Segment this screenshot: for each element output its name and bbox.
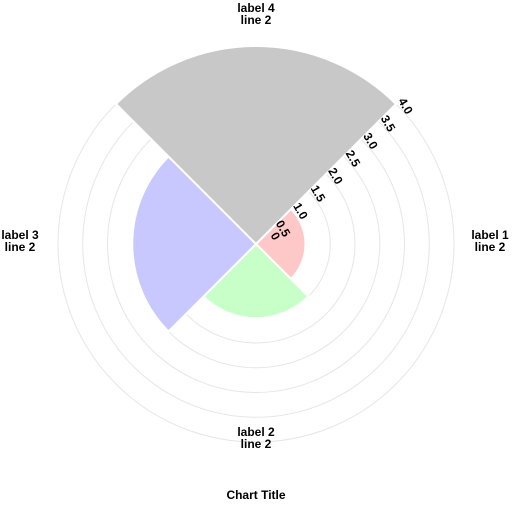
category-label-line-2: line 2: [241, 13, 272, 27]
category-label-line-2: line 2: [475, 240, 506, 254]
tick-label-4-0: 4.0: [395, 95, 416, 117]
category-label-line-2: line 2: [5, 240, 36, 254]
category-label-line-2: line 2: [241, 437, 272, 451]
category-label-line-1: label 3: [1, 228, 39, 242]
sector-2: [202, 242, 310, 320]
data-sectors: [114, 45, 398, 333]
category-label-line-1: label 1: [471, 228, 509, 242]
category-label-line-1: label 2: [237, 425, 275, 439]
sector-3: [131, 155, 258, 333]
chart-title: Chart Title: [226, 488, 285, 502]
category-label-line-1: label 4: [237, 1, 275, 15]
sector-4: [114, 45, 398, 246]
sector-1: [254, 207, 307, 281]
